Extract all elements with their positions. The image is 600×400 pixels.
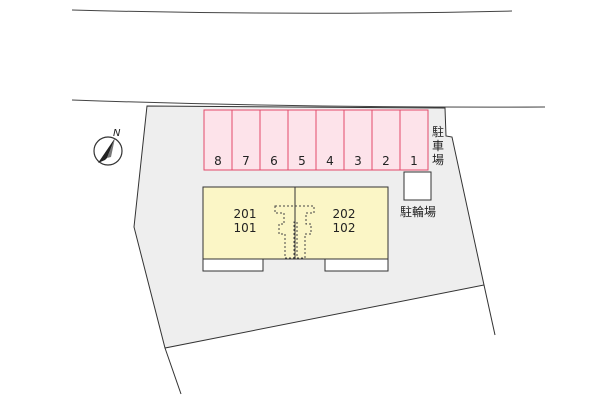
parking-space-2 xyxy=(371,109,401,171)
parking-space-number-7: 7 xyxy=(242,154,250,168)
boundary-extension-left xyxy=(164,347,182,395)
parking-space-number-3: 3 xyxy=(354,154,362,168)
parking-space-number-1: 1 xyxy=(410,154,418,168)
bicycle-parking-label: 駐輪場 xyxy=(400,204,436,219)
north-compass-icon: N xyxy=(93,128,123,166)
parking-space-7 xyxy=(231,109,261,171)
parking-space-4 xyxy=(315,109,345,171)
balcony-right xyxy=(324,258,389,272)
parking-space-6 xyxy=(259,109,289,171)
unit-number-201: 201 xyxy=(234,207,257,221)
parking-area: 8 7 6 5 4 3 2 1 xyxy=(203,109,429,171)
unit-number-202: 202 xyxy=(333,207,356,221)
parking-label-char-2: 車 xyxy=(432,139,444,153)
stairwell-outline xyxy=(274,205,315,259)
boundary-extension-right xyxy=(483,284,496,336)
compass-north-label: N xyxy=(113,128,121,139)
parking-label-char-1: 駐 xyxy=(432,124,444,139)
parking-space-number-2: 2 xyxy=(382,154,390,168)
parking-label-char-3: 場 xyxy=(432,153,444,167)
parking-space-number-4: 4 xyxy=(326,154,334,168)
parking-space-5 xyxy=(287,109,317,171)
parking-space-1 xyxy=(399,109,429,171)
unit-number-101: 101 xyxy=(234,221,257,235)
road-edge-top xyxy=(71,9,513,14)
balcony-left xyxy=(202,258,264,272)
road-edge-middle xyxy=(71,99,546,108)
parking-space-number-6: 6 xyxy=(270,154,278,168)
bicycle-parking-box xyxy=(403,171,432,201)
parking-space-number-8: 8 xyxy=(214,154,222,168)
unit-number-102: 102 xyxy=(333,221,356,235)
parking-space-number-5: 5 xyxy=(298,154,306,168)
parking-space-3 xyxy=(343,109,373,171)
